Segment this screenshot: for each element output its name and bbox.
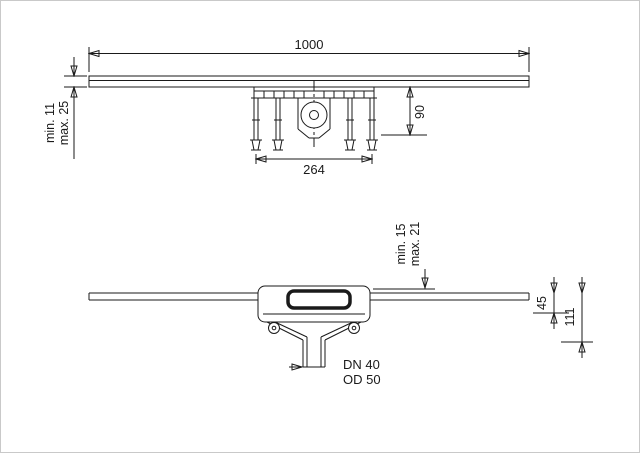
dim-depth-45-label: 45 — [535, 296, 549, 310]
channel-body — [88, 75, 530, 88]
leg — [271, 97, 285, 151]
dim-height-label: 90 — [413, 105, 427, 119]
dim-grate-adjust: min. 15 max. 21 — [373, 222, 435, 290]
pipe-dn-label: DN 40 — [343, 357, 380, 372]
leg — [249, 97, 263, 151]
dim-depth-111-label: 111 — [563, 307, 577, 326]
dim-feet-spacing-label: 264 — [303, 162, 325, 177]
trap-inner-circle — [309, 110, 319, 120]
pipe-od-label: OD 50 — [343, 372, 381, 387]
dim-feet-spacing-264: 264 — [256, 154, 372, 177]
dim-depth-111: 111 — [561, 277, 593, 358]
dim-flange-adjust: min. 11 max. 25 — [43, 57, 87, 159]
trap-funnel — [266, 321, 362, 341]
dim-length-label: 1000 — [295, 37, 324, 52]
screw-lug-right — [348, 322, 360, 334]
dim-depth-45: 45 — [533, 277, 569, 329]
drain-assembly — [249, 81, 379, 151]
dim-grate-min-label: min. 15 — [394, 223, 408, 264]
leg — [343, 97, 357, 151]
leg — [365, 97, 379, 151]
channel-outline — [88, 75, 530, 88]
dim-flange-max-label: max. 25 — [57, 101, 71, 146]
grate-trough — [286, 289, 352, 310]
outlet-pipe — [302, 337, 326, 368]
dim-flange-min-label: min. 11 — [43, 103, 57, 143]
trap-body-circle — [300, 101, 328, 129]
dim-height-90: 90 — [381, 87, 427, 135]
top-view: 1000 min. 11 max. 25 — [43, 37, 529, 177]
dim-length-1000: 1000 — [89, 37, 529, 72]
mounting-lugs — [268, 322, 360, 334]
screw-lug-left — [268, 322, 280, 334]
dim-grate-max-label: max. 21 — [408, 222, 422, 267]
channel-body-section — [257, 285, 371, 323]
pipe-size-callout: DN 40 OD 50 — [289, 357, 381, 387]
side-view: min. 15 max. 21 45 111 DN 40 OD 50 — [88, 222, 593, 387]
